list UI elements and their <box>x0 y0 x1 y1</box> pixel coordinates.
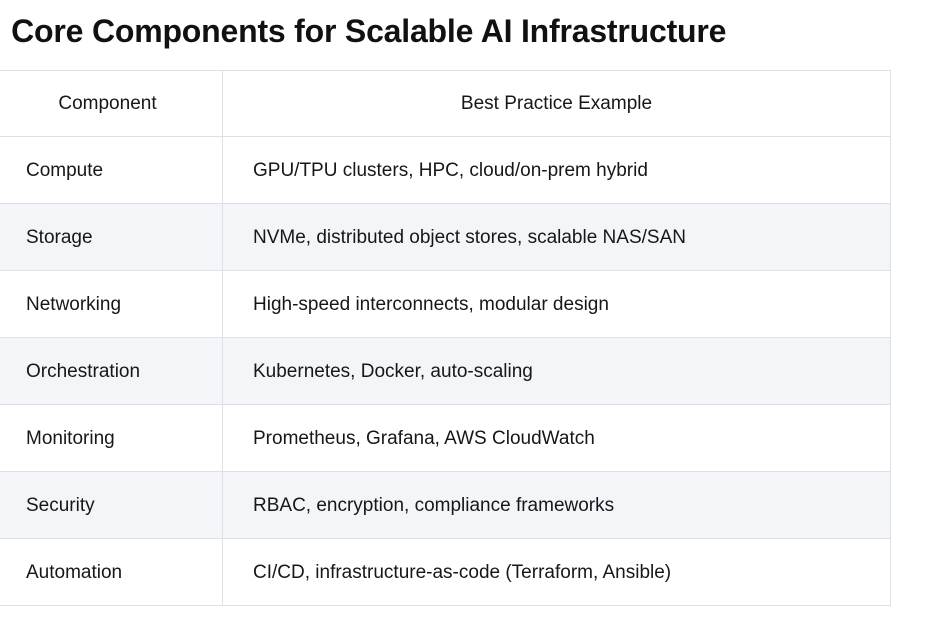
cell-best-practice: Prometheus, Grafana, AWS CloudWatch <box>222 404 891 473</box>
cell-best-practice: RBAC, encryption, compliance frameworks <box>222 471 891 540</box>
cell-component: Monitoring <box>0 404 223 473</box>
table-row: Compute GPU/TPU clusters, HPC, cloud/on-… <box>0 136 891 205</box>
cell-best-practice: High-speed interconnects, modular design <box>222 270 891 339</box>
table-row: Automation CI/CD, infrastructure-as-code… <box>0 538 891 607</box>
table-row: Security RBAC, encryption, compliance fr… <box>0 471 891 540</box>
table-header: Component Best Practice Example <box>0 70 891 138</box>
table-container: Component Best Practice Example Compute … <box>0 70 934 607</box>
document-page: : Core Components for Scalable AI Infras… <box>0 13 934 607</box>
cell-component: Orchestration <box>0 337 223 406</box>
page-title: : Core Components for Scalable AI Infras… <box>0 13 727 49</box>
cell-component: Networking <box>0 270 223 339</box>
cell-best-practice: GPU/TPU clusters, HPC, cloud/on-prem hyb… <box>222 136 891 205</box>
cell-component: Automation <box>0 538 223 607</box>
table-row: Orchestration Kubernetes, Docker, auto-s… <box>0 337 891 406</box>
table-row: Monitoring Prometheus, Grafana, AWS Clou… <box>0 404 891 473</box>
table-header-row: Component Best Practice Example <box>0 70 891 138</box>
table-body: Compute GPU/TPU clusters, HPC, cloud/on-… <box>0 136 891 607</box>
column-header-component: Component <box>0 70 223 138</box>
cell-best-practice: CI/CD, infrastructure-as-code (Terraform… <box>222 538 891 607</box>
cell-best-practice: Kubernetes, Docker, auto-scaling <box>222 337 891 406</box>
cell-component: Compute <box>0 136 223 205</box>
table-row: Networking High-speed interconnects, mod… <box>0 270 891 339</box>
core-components-table: Component Best Practice Example Compute … <box>0 70 891 607</box>
table-row: Storage NVMe, distributed object stores,… <box>0 203 891 272</box>
cell-component: Storage <box>0 203 223 272</box>
cell-best-practice: NVMe, distributed object stores, scalabl… <box>222 203 891 272</box>
column-header-best-practice-example: Best Practice Example <box>222 70 891 138</box>
cell-component: Security <box>0 471 223 540</box>
